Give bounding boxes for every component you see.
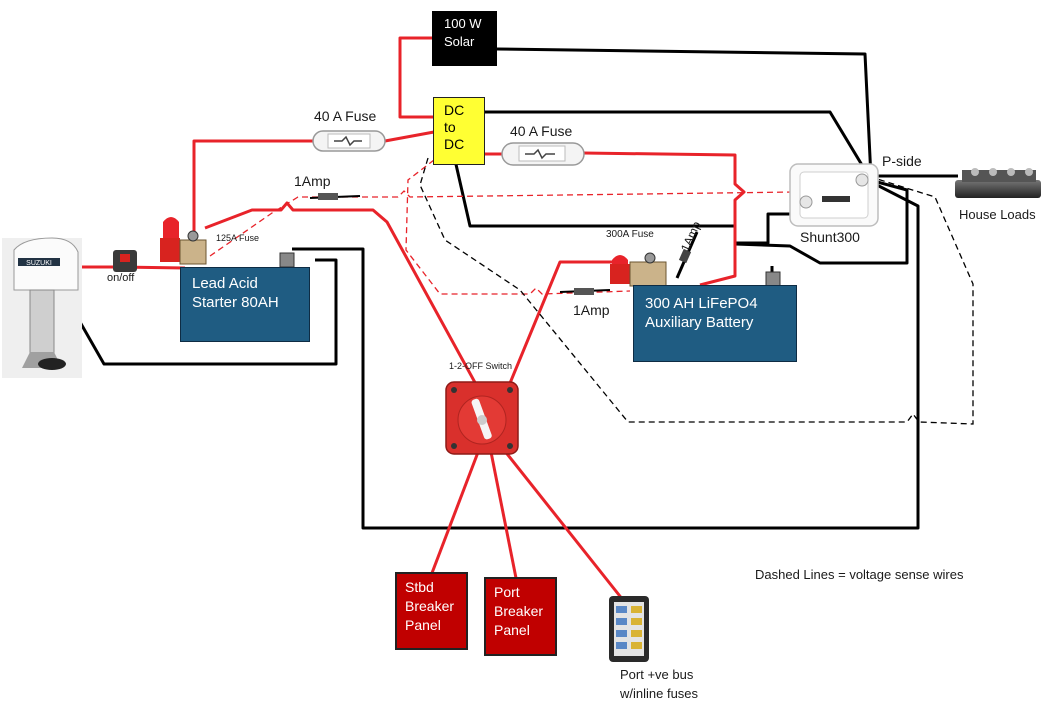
lifepo4-to-switch <box>506 260 615 389</box>
fuse-1amp-top <box>309 193 361 200</box>
port-line3: Panel <box>494 622 530 638</box>
switch-to-stbd-panel <box>430 446 482 574</box>
fuse-1amp-bottom-label: 1Amp <box>573 302 610 318</box>
stbd-breaker-panel: Stbd Breaker Panel <box>395 572 468 650</box>
suzuki-outboard-motor-icon <box>2 237 82 378</box>
sense-red-top <box>209 190 796 257</box>
battery-monitor-shunt-icon <box>789 163 879 227</box>
stbd-line1: Stbd <box>405 579 434 595</box>
fuse-40a-right <box>501 142 585 166</box>
onoff-switch <box>113 250 137 272</box>
fuse-40a-left-label: 40 A Fuse <box>314 108 377 124</box>
dcdc-line1: DC <box>444 102 465 118</box>
suzuki-logo-text: SUZUKI <box>26 260 52 267</box>
fuse-300a-label: 300A Fuse <box>606 229 654 240</box>
port-bus-label-1: Port +ve bus <box>620 667 694 682</box>
starter-to-switch <box>204 201 480 389</box>
onoff-label: on/off <box>107 272 135 284</box>
fuse-1amp-diag <box>675 231 699 279</box>
switch-label: 1-2-OFF Switch <box>449 361 513 371</box>
terminal-bus-bar-icon <box>955 168 1041 198</box>
fuse-40a-right-label: 40 A Fuse <box>510 123 573 139</box>
fuse-40a-left <box>312 130 386 152</box>
port-line1: Port <box>494 584 520 600</box>
port-line2: Breaker <box>494 603 544 619</box>
dcdc-line2: to <box>444 119 456 135</box>
solar-negative-wire <box>496 47 873 179</box>
solar-panel-box: 100 W Solar <box>432 11 497 66</box>
lead-acid-line2: Starter 80AH <box>192 294 279 311</box>
stbd-line2: Breaker <box>405 598 455 614</box>
lifepo4-line1: 300 AH LiFePO4 <box>645 295 758 312</box>
house-loads-label: House Loads <box>959 207 1036 222</box>
solar-line2: Solar <box>444 34 475 49</box>
starter-negative-terminal <box>279 252 295 268</box>
pside-label: P-side <box>882 153 922 169</box>
fuse-1amp-top-label: 1Amp <box>294 173 331 189</box>
fuse-125a-label: 125A Fuse <box>216 233 260 243</box>
dcdc-to-shunt-wire <box>453 159 909 265</box>
solar-positive-wire <box>398 36 434 119</box>
switch-to-port-panel <box>488 446 518 579</box>
legend-note: Dashed Lines = voltage sense wires <box>755 567 964 582</box>
switch-to-port-bus <box>498 444 625 601</box>
fuse40-right-to-lifepo4 <box>582 151 746 287</box>
main-negative-return <box>292 180 920 530</box>
sense-red-bottom <box>405 159 631 295</box>
shunt-label: Shunt300 <box>800 229 860 245</box>
port-bus-label-2: w/inline fuses <box>620 686 699 701</box>
fuse-block-icon <box>609 596 649 662</box>
port-breaker-panel: Port Breaker Panel <box>484 577 557 656</box>
solar-line1: 100 W <box>444 16 482 31</box>
fuse-125a-block <box>160 217 207 265</box>
stbd-line3: Panel <box>405 617 441 633</box>
battery-switch-icon <box>445 381 519 455</box>
fuse-300a-block <box>610 252 667 287</box>
lifepo4-battery: 300 AH LiFePO4 Auxiliary Battery <box>633 285 797 362</box>
sense-wires <box>209 157 974 425</box>
sense-black <box>419 157 974 425</box>
lead-acid-line1: Lead Acid <box>192 275 258 292</box>
fuse40-left-to-starter <box>192 139 313 246</box>
lead-acid-battery: Lead Acid Starter 80AH <box>180 267 310 342</box>
negative-wires <box>78 47 958 530</box>
dcdc-negative-wire <box>485 110 873 181</box>
lifepo4-line2: Auxiliary Battery <box>645 314 754 331</box>
dcdc-charger-box: DC to DC <box>433 97 485 165</box>
dcdc-line3: DC <box>444 136 465 152</box>
starter-negative-wire <box>78 258 338 366</box>
fuse-1amp-bottom <box>559 288 611 295</box>
dcdc-to-fuse40-left <box>384 130 435 143</box>
